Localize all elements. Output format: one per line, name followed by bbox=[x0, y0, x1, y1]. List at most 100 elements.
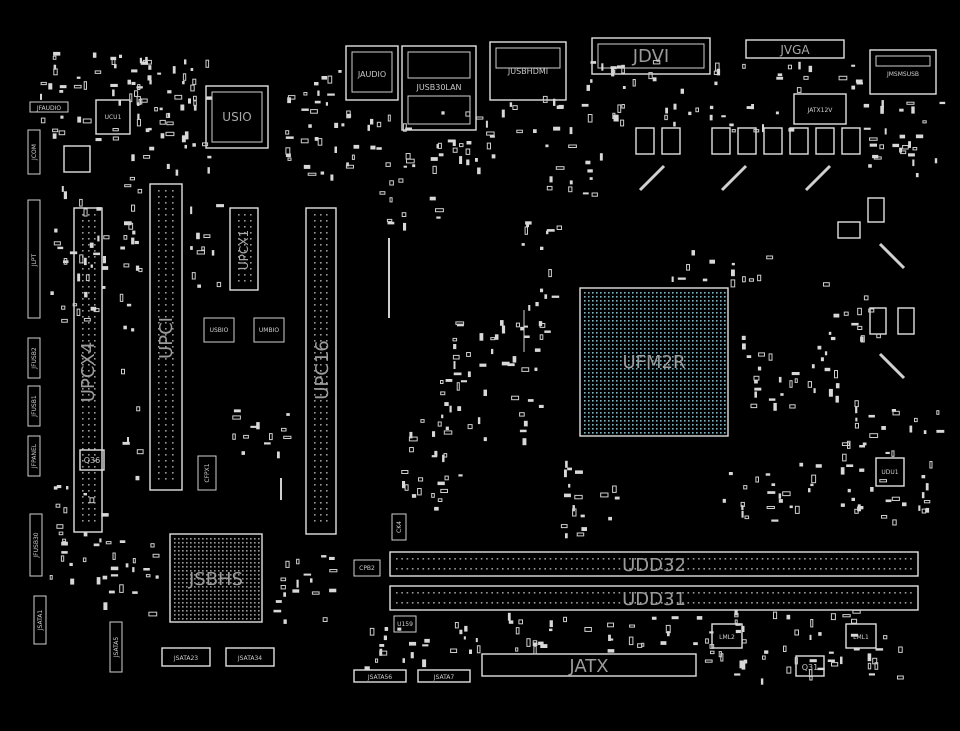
cpb2-part: CPB2 bbox=[353, 559, 381, 577]
jfpanel-header: JFPANEL bbox=[27, 435, 41, 477]
upc16-label: UPC16 bbox=[312, 340, 333, 400]
lml1-inductor: LML1 bbox=[845, 623, 877, 649]
lml2-label: LML2 bbox=[719, 634, 735, 641]
jdvi-connector: JDVI bbox=[591, 37, 711, 75]
q31-label: Q31 bbox=[802, 663, 818, 672]
jatx12v-connector: JATX12V bbox=[793, 93, 847, 125]
jfusb30-header: JFUSB30 bbox=[29, 513, 43, 577]
u159-part: U159 bbox=[393, 615, 417, 633]
mosfet bbox=[635, 127, 655, 155]
jsata5-connector: JSATA5 bbox=[109, 621, 123, 673]
ufm2r-label: UFM2R bbox=[622, 352, 685, 373]
lml2-inductor: LML2 bbox=[711, 623, 743, 649]
jfaudio-header: JFAUDIO bbox=[29, 101, 69, 113]
jusbhdmi-label: JUSBHDMI bbox=[507, 67, 548, 76]
jsata23-label: JSATA23 bbox=[173, 655, 198, 662]
mosfet bbox=[815, 127, 835, 155]
jvga-label: JVGA bbox=[779, 43, 810, 57]
mosfet bbox=[837, 221, 861, 239]
jfusb2-header: JFUSB2 bbox=[27, 337, 41, 379]
jaudio-connector: JAUDIO bbox=[345, 45, 399, 101]
cfpx1-label: CFPX1 bbox=[204, 463, 211, 482]
vrm-components bbox=[635, 127, 915, 335]
mosfet bbox=[789, 127, 809, 155]
udd32-label: UDD32 bbox=[622, 555, 686, 576]
udd31-label: UDD31 bbox=[622, 589, 686, 610]
jsbhs-label: JSBHS bbox=[188, 569, 243, 590]
jfaudio-label: JFAUDIO bbox=[36, 105, 62, 112]
jsata56-label: JSATA56 bbox=[367, 674, 392, 681]
udd32-dimm: UDD32 bbox=[389, 551, 919, 577]
ufm2r-socket: UFM2R bbox=[579, 287, 729, 437]
jlpt-header: JLPT bbox=[27, 199, 41, 319]
jsata34-label: JSATA34 bbox=[237, 655, 262, 662]
jdvi-label: JDVI bbox=[632, 46, 669, 67]
mosfet bbox=[661, 127, 681, 155]
udu1-chip: UDU1 bbox=[875, 457, 905, 487]
jatx-connector: JATX bbox=[481, 653, 697, 677]
jcom-label: JCOM bbox=[31, 144, 38, 161]
umbio-chip: UMBIO bbox=[253, 317, 285, 343]
mosfet bbox=[763, 127, 783, 155]
umbio-label: UMBIO bbox=[259, 327, 279, 334]
jsata7-connector: JSATA7 bbox=[417, 669, 471, 683]
cpb2-label: CPB2 bbox=[359, 565, 375, 572]
jmsusb-label: JMSMSUSB bbox=[886, 71, 919, 78]
jsata23-connector: JSATA23 bbox=[161, 647, 211, 667]
jaudio-label: JAUDIO bbox=[357, 70, 386, 79]
jlpt-label: JLPT bbox=[31, 253, 38, 267]
jsata7-label: JSATA7 bbox=[433, 674, 455, 681]
traces bbox=[280, 238, 525, 500]
jusbhdmi-connector: JUSBHDMI bbox=[489, 41, 567, 101]
mosfet bbox=[867, 197, 885, 223]
upcx4-label: UPCX4 bbox=[78, 342, 99, 402]
upci-slot: UPCI bbox=[149, 183, 183, 491]
jcom-header: JCOM bbox=[27, 129, 41, 175]
jvga-connector: JVGA bbox=[745, 39, 845, 59]
jfusb30-label: JFUSB30 bbox=[33, 532, 40, 558]
ck4-label: CK4 bbox=[396, 521, 403, 533]
udu1-label: UDU1 bbox=[881, 469, 898, 476]
upcx1-label: UPCX1 bbox=[237, 230, 251, 270]
jmsusb-connector: JMSMSUSB bbox=[869, 49, 937, 95]
upc16-slot: UPC16 bbox=[305, 207, 337, 535]
mosfet bbox=[737, 127, 757, 155]
usbio-chip: USBIO bbox=[203, 317, 235, 343]
q36-label: Q36 bbox=[84, 456, 100, 465]
jfusb1-header: JFUSB1 bbox=[27, 385, 41, 427]
q36-part: Q36 bbox=[79, 449, 105, 471]
mosfet bbox=[841, 127, 861, 155]
diagonal-parts bbox=[638, 164, 906, 380]
ck4-part: CK4 bbox=[391, 513, 407, 541]
ucu1-label: UCU1 bbox=[105, 114, 122, 121]
qfp-chip-small bbox=[63, 145, 91, 173]
usio-label: USIO bbox=[222, 110, 251, 124]
jatx-label: JATX bbox=[568, 656, 608, 677]
udd31-dimm: UDD31 bbox=[389, 585, 919, 611]
mosfet bbox=[897, 307, 915, 335]
jfusb2-label: JFUSB2 bbox=[31, 347, 38, 370]
jatx12v-label: JATX12V bbox=[807, 107, 834, 114]
usio-chip: USIO bbox=[205, 85, 269, 149]
usbio-label: USBIO bbox=[210, 327, 229, 334]
jsata1-label: JSATA1 bbox=[37, 610, 44, 632]
upcx4-slot: UPCX4 bbox=[73, 207, 103, 533]
jfusb1-label: JFUSB1 bbox=[31, 395, 38, 418]
lml1-label: LML1 bbox=[853, 634, 869, 641]
mosfet bbox=[711, 127, 731, 155]
ucu1-chip: UCU1 bbox=[95, 99, 131, 135]
smd-components bbox=[40, 51, 946, 685]
upcx1-slot: UPCX1 bbox=[229, 207, 259, 291]
jsata56-connector: JSATA56 bbox=[353, 669, 407, 683]
u159-label: U159 bbox=[397, 621, 413, 628]
q31-part: Q31 bbox=[795, 655, 825, 677]
jfpanel-label: JFPANEL bbox=[31, 443, 38, 469]
jusb30lan-connector: JUSB30LAN bbox=[401, 45, 477, 131]
jusb30lan-label: JUSB30LAN bbox=[415, 83, 461, 92]
upci-label: UPCI bbox=[156, 317, 177, 359]
jsata5-label: JSATA5 bbox=[113, 637, 120, 659]
jsata34-connector: JSATA34 bbox=[225, 647, 275, 667]
cfpx1-part: CFPX1 bbox=[197, 455, 217, 491]
